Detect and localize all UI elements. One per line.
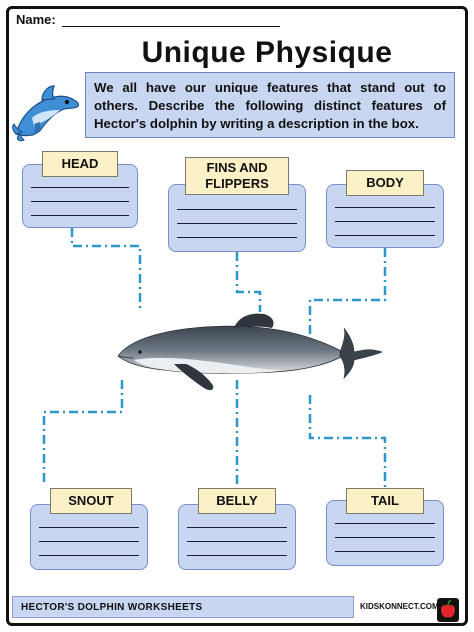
body-label: BODY — [346, 170, 424, 196]
name-label: Name: — [16, 12, 56, 27]
apple-logo-icon — [437, 598, 459, 622]
belly-label: BELLY — [198, 488, 276, 514]
head-label: HEAD — [42, 151, 118, 177]
brand-text: KIDSKONNECT.COM — [360, 602, 439, 611]
footer-title: HECTOR'S DOLPHIN WORKSHEETS — [12, 596, 354, 618]
cartoon-dolphin-icon — [12, 85, 80, 142]
hectors-dolphin-illustration — [117, 313, 383, 391]
page-title: Unique Physique — [141, 36, 393, 69]
instructions-box: We all have our unique features that sta… — [85, 72, 455, 138]
fins-label: FINS AND FLIPPERS — [185, 157, 289, 195]
name-input-line[interactable] — [62, 26, 280, 27]
snout-answer-box[interactable] — [30, 504, 148, 570]
fins-answer-box[interactable] — [168, 184, 306, 252]
snout-label: SNOUT — [50, 488, 132, 514]
tail-label: TAIL — [346, 488, 424, 514]
